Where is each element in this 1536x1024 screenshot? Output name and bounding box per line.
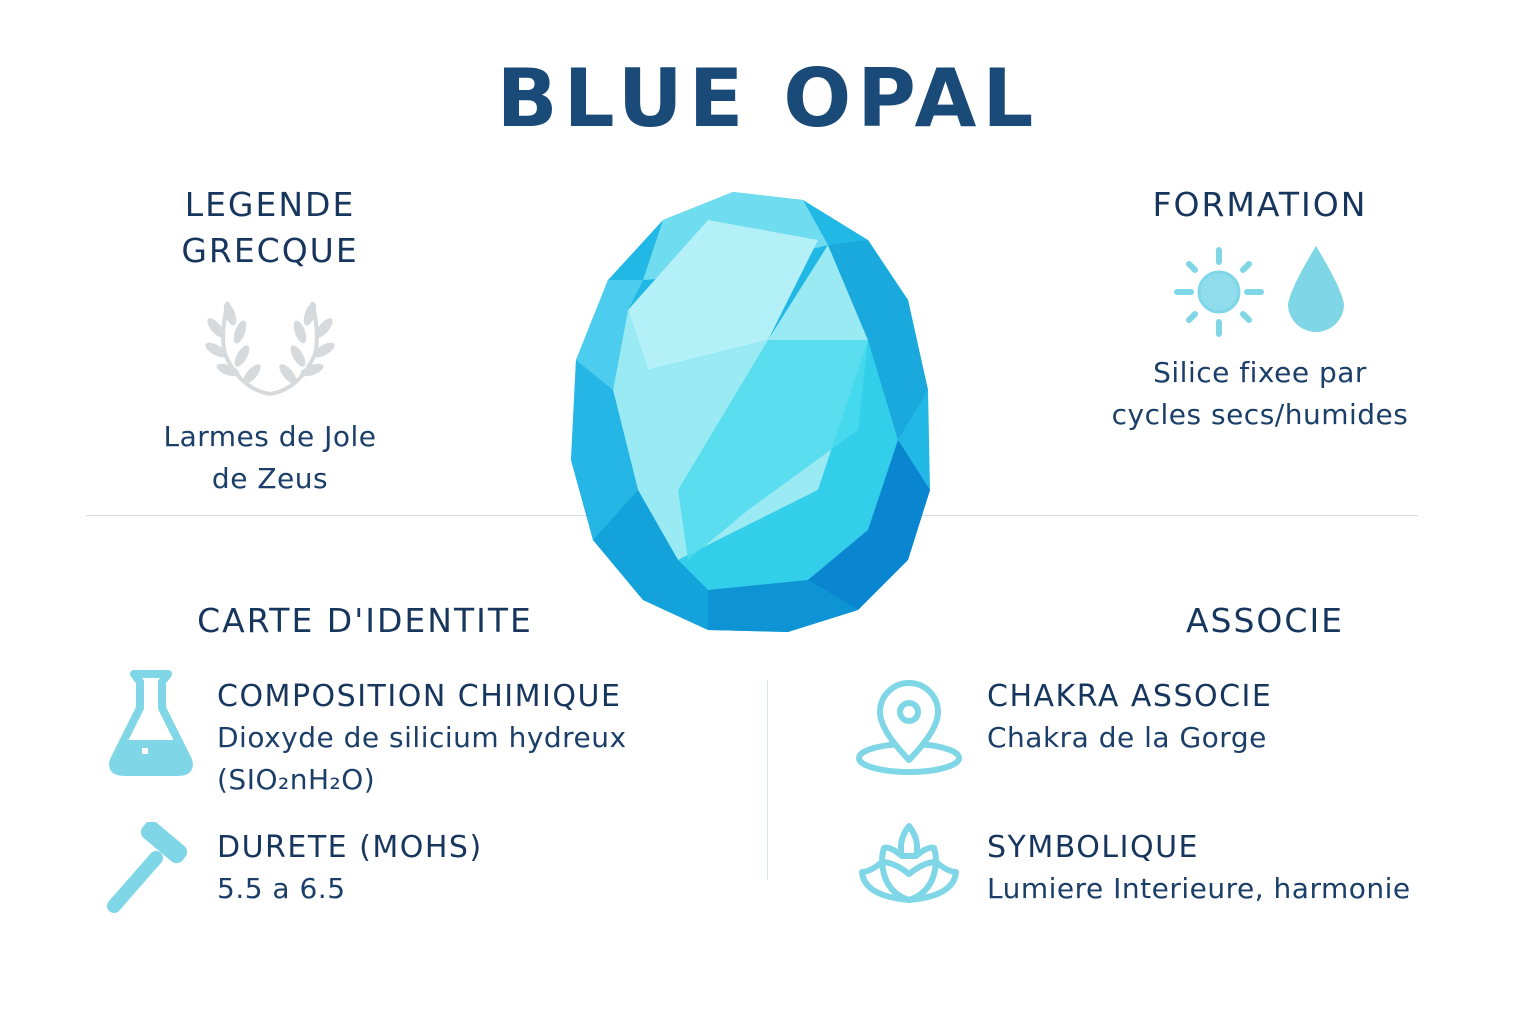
- composition-item: COMPOSITION CHIMIQUE Dioxyde de silicium…: [217, 677, 627, 801]
- formation-section: FORMATION Silic: [1060, 182, 1460, 436]
- legend-heading: LEGENDE GRECQUE: [120, 182, 420, 274]
- legend-heading-line1: LEGENDE: [184, 185, 356, 224]
- legend-section: LEGENDE GRECQUE: [120, 182, 420, 500]
- flask-icon: [106, 668, 196, 776]
- legend-heading-line2: GRECQUE: [181, 231, 359, 270]
- water-drop-icon: [1281, 242, 1351, 342]
- symbolic-title: SYMBOLIQUE: [987, 830, 1200, 865]
- composition-value-line2: (SIO₂nH₂O): [217, 763, 376, 796]
- formation-text: Silice fixee par cycles secs/humides: [1060, 352, 1460, 436]
- page-title: BLUE OPAL: [496, 52, 1040, 145]
- hardness-item: DURETE (MOHS) 5.5 a 6.5: [217, 828, 483, 910]
- lotus-icon: [854, 822, 964, 906]
- formation-text-line2: cycles secs/humides: [1111, 398, 1409, 431]
- formation-text-line1: Silice fixee par: [1153, 356, 1367, 389]
- hardness-title: DURETE (MOHS): [217, 830, 483, 865]
- legend-text-line2: de Zeus: [211, 462, 329, 495]
- legend-text-line1: Larmes de Jole: [163, 420, 377, 453]
- symbolic-value: Lumiere Interieure, harmonie: [987, 872, 1411, 905]
- composition-value-line1: Dioxyde de silicium hydreux: [217, 721, 627, 754]
- hardness-value: 5.5 a 6.5: [217, 872, 346, 905]
- hammer-icon: [104, 822, 194, 914]
- formation-heading: FORMATION: [1152, 185, 1368, 224]
- formation-icons: [1060, 242, 1460, 342]
- chakra-value: Chakra de la Gorge: [987, 721, 1267, 754]
- opal-gem-illustration: [568, 190, 938, 635]
- vertical-divider: [767, 680, 768, 880]
- chakra-item: CHAKRA ASSOCIE Chakra de la Gorge: [987, 677, 1272, 759]
- composition-title: COMPOSITION CHIMIQUE: [217, 679, 622, 714]
- legend-text: Larmes de Jole de Zeus: [120, 416, 420, 500]
- chakra-title: CHAKRA ASSOCIE: [987, 679, 1273, 714]
- identity-heading: CARTE D'IDENTITE: [197, 601, 533, 640]
- sun-icon: [1169, 242, 1269, 342]
- associated-heading: ASSOCIE: [1185, 601, 1345, 640]
- location-pin-icon: [854, 680, 964, 776]
- symbolic-item: SYMBOLIQUE Lumiere Interieure, harmonie: [987, 828, 1411, 910]
- laurel-wreath-icon: [190, 294, 350, 404]
